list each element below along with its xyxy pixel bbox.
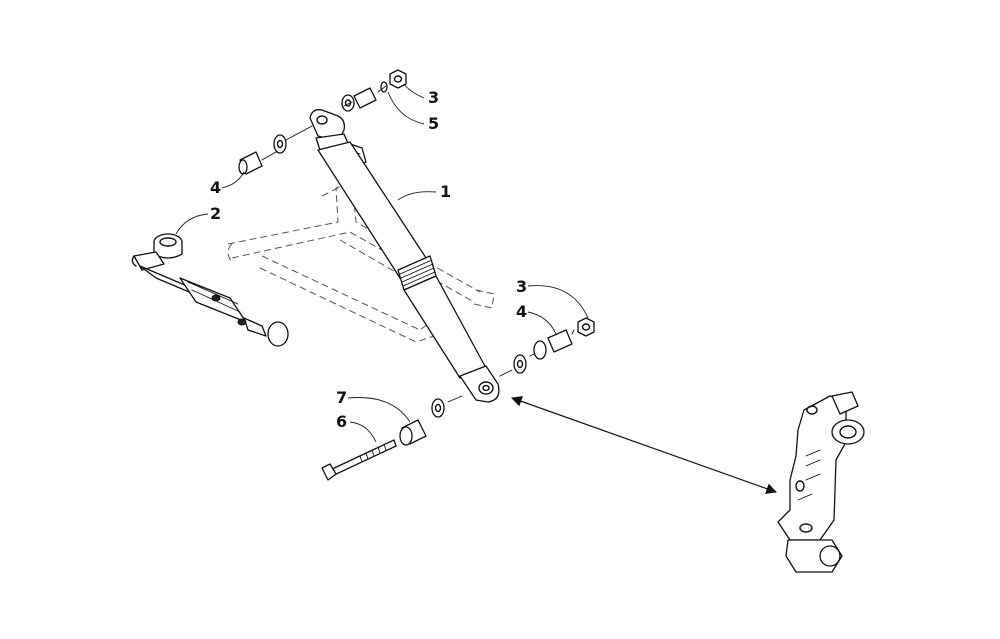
callout-5: 5 <box>428 114 439 133</box>
callout-2: 2 <box>210 204 221 223</box>
reference-arrow <box>510 396 778 494</box>
steering-stabilizer <box>131 233 289 347</box>
callout-1: 1 <box>440 182 451 201</box>
callout-4-left: 4 <box>210 178 221 197</box>
lower-mounting-hardware <box>499 317 595 377</box>
callout-6: 6 <box>336 412 347 431</box>
callout-3-right: 3 <box>516 277 527 296</box>
bolt-and-spacer <box>321 395 463 481</box>
shock-absorber <box>309 109 500 403</box>
callout-3-top: 3 <box>428 88 439 107</box>
upper-mounting-hardware <box>238 69 407 175</box>
spindle-assembly <box>777 391 865 573</box>
leader-lines <box>175 83 589 443</box>
callouts: 1 2 3 5 4 3 4 7 6 <box>210 88 527 431</box>
callout-7: 7 <box>336 388 347 407</box>
callout-4-right: 4 <box>516 302 527 321</box>
